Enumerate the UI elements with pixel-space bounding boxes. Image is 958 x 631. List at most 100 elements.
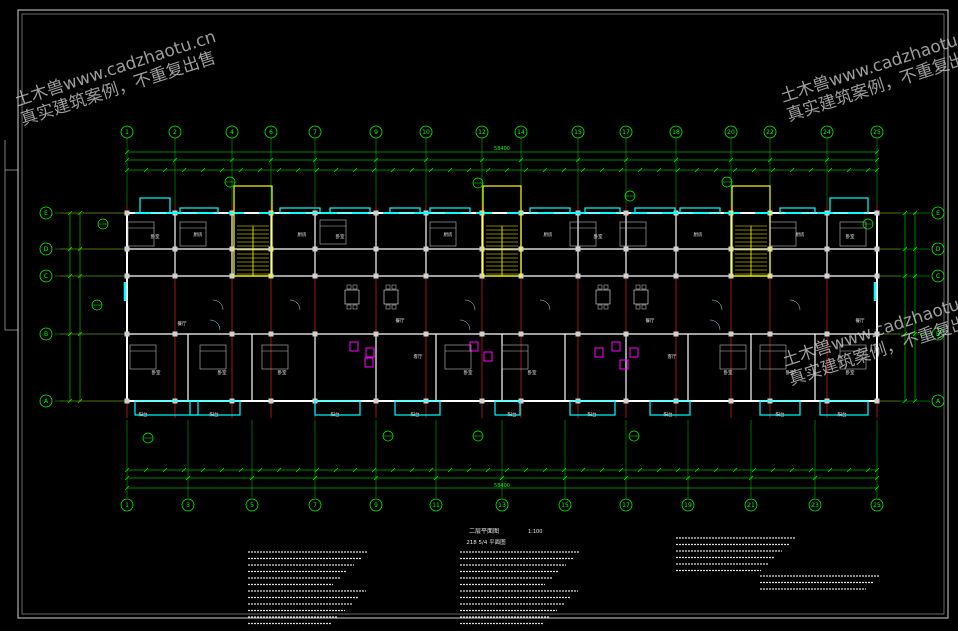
- axis-bubble-top-2-label: 2: [173, 129, 177, 136]
- dim-axes-top-tick-8: [518, 157, 524, 163]
- dim-detail-top-tick-26: [618, 167, 624, 173]
- balcony-bot-3: [394, 400, 441, 416]
- dim-detail-top-tick-39: [865, 167, 871, 173]
- column-10-A: [623, 398, 629, 404]
- balcony-bot-7: [759, 400, 801, 416]
- axis-bubble-right-B: [931, 327, 945, 341]
- balcony-bot-8: [819, 400, 869, 416]
- dim-detail-bot-tick-27: [637, 467, 643, 473]
- axis-bubble-left-B-label: B: [44, 331, 48, 338]
- axis-bubble-top-2: [168, 125, 182, 139]
- dim-detail-top-tick-40: [874, 167, 880, 173]
- axis-bubble-right-C: [931, 269, 945, 283]
- column-6-D: [423, 246, 429, 252]
- column-11-D: [673, 246, 679, 252]
- dim-detail-bot-tick-37: [827, 467, 833, 473]
- column-5-A: [373, 398, 379, 404]
- axis-bubble-bottom-25: [870, 498, 884, 512]
- chair-1d: [391, 304, 397, 310]
- axis-bubble-bottom-11-label: 11: [432, 502, 440, 509]
- dim-detail-top-tick-25: [599, 167, 605, 173]
- axis-bubble-top-14-label: 14: [517, 129, 525, 136]
- chair-2a: [597, 284, 603, 290]
- dim-axes-top-tick-4: [312, 157, 318, 163]
- column-14-D: [824, 246, 830, 252]
- dim-axes-bot-tick-1: [185, 475, 191, 481]
- dim-detail-bot-tick-11: [333, 467, 339, 473]
- dim-detail-top-tick-8: [276, 167, 282, 173]
- dim-vert-tick-3-D: [912, 246, 918, 252]
- column-0-E: [124, 210, 130, 216]
- dim-detail-bot-tick-2: [162, 467, 168, 473]
- room-label-balcony: 阳台: [588, 411, 597, 418]
- dim-vert-tick-1-B: [77, 331, 83, 337]
- dim-axes-bot-tick-0: [124, 475, 130, 481]
- axis-bubble-right-E: [931, 206, 945, 220]
- dim-detail-bot-tick-8: [276, 467, 282, 473]
- dim-detail-top-tick-18: [466, 167, 472, 173]
- axis-bubble-bottom-13: [495, 498, 509, 512]
- axis-bubble-left-C: [39, 269, 53, 283]
- dim-detail-top-tick-4: [200, 167, 206, 173]
- dim-detail-bot-tick-40: [874, 467, 880, 473]
- column-15-E: [874, 210, 880, 216]
- dim-detail-top-tick-37: [827, 167, 833, 173]
- dim-detail-bot-tick-34: [770, 467, 776, 473]
- furniture-8: [619, 359, 629, 370]
- room-label-balcony: 阳台: [331, 411, 340, 418]
- axis-bubble-bottom-17: [619, 498, 633, 512]
- door-swing-7: [459, 319, 471, 331]
- dim-detail-bot-tick-9: [295, 467, 301, 473]
- axis-bubble-right-D: [931, 242, 945, 256]
- column-7-D: [479, 246, 485, 252]
- dim-vert-tick-2-D: [902, 246, 908, 252]
- dim-axes-top-tick-5: [373, 157, 379, 163]
- bed-12: [569, 221, 597, 247]
- dim-detail-top-tick-24: [580, 167, 586, 173]
- dim-vert-tick-3-B: [912, 331, 918, 337]
- drawing-frame: [4, 9, 949, 619]
- axis-bubble-right-A-label: A: [936, 398, 941, 405]
- dim-detail-bot-tick-29: [675, 467, 681, 473]
- room-label-balcony: 阳台: [139, 411, 148, 418]
- bed-15: [839, 221, 867, 247]
- column-15-B: [874, 331, 880, 337]
- dining-table-3: [633, 289, 649, 305]
- room-label-dining: 餐厅: [178, 320, 187, 327]
- room-label-bedroom: 卧室: [528, 369, 537, 376]
- axis-bubble-right-C-label: C: [936, 273, 940, 280]
- dim-vert-tick-0-D: [67, 246, 73, 252]
- column-6-C: [423, 273, 429, 279]
- total-dimension-top: 58400: [494, 146, 510, 152]
- dim-detail-top-tick-5: [219, 167, 225, 173]
- balcony-bot-4: [494, 400, 521, 416]
- dim-detail-bot-tick-10: [314, 467, 320, 473]
- column-8-B: [518, 331, 524, 337]
- column-14-C: [824, 273, 830, 279]
- bed-8: [127, 221, 155, 247]
- axis-bubble-top-17-label: 17: [622, 129, 630, 136]
- dim-axes-top-tick-14: [824, 157, 830, 163]
- dim-detail-top-tick-20: [504, 167, 510, 173]
- dim-vert-tick-3-E: [912, 210, 918, 216]
- dim-detail-bot-tick-35: [789, 467, 795, 473]
- column-12-C: [728, 273, 734, 279]
- column-10-E: [623, 210, 629, 216]
- bed-3: [444, 344, 472, 370]
- bed-5: [719, 344, 747, 370]
- room-label-living: 客厅: [414, 353, 423, 360]
- column-9-D: [575, 246, 581, 252]
- dim-detail-bot-tick-39: [865, 467, 871, 473]
- axis-bubble-top-6-label: 6: [269, 129, 273, 136]
- axis-bubble-top-17: [619, 125, 633, 139]
- axis-bubble-top-18: [669, 125, 683, 139]
- axis-bubble-top-12: [475, 125, 489, 139]
- axis-bubble-top-20-label: 20: [727, 129, 735, 136]
- axis-bubble-bottom-3: [181, 498, 195, 512]
- dim-detail-top-tick-17: [447, 167, 453, 173]
- dim-detail-bot-tick-3: [181, 467, 187, 473]
- room-label-bedroom: 卧室: [151, 233, 160, 240]
- column-9-B: [575, 331, 581, 337]
- chair-0b: [352, 284, 358, 290]
- axis-bubble-top-18-label: 18: [672, 129, 680, 136]
